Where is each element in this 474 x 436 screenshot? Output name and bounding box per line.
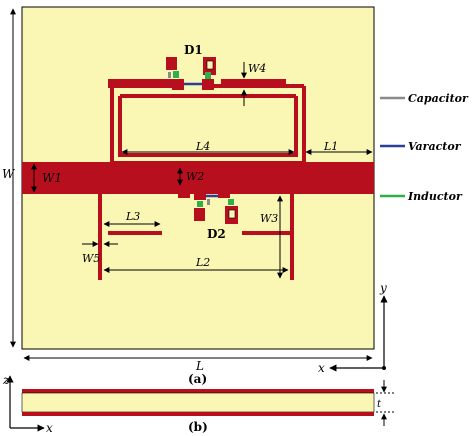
lower-top-right-arm	[228, 186, 294, 194]
feed-strip	[22, 162, 374, 194]
label-L: L	[195, 359, 204, 373]
axis-origin-top	[382, 366, 386, 370]
d1-capacitor	[168, 72, 171, 78]
lower-right-stub	[242, 231, 290, 235]
axis-x-label: x	[318, 361, 325, 375]
label-D1: D1	[184, 43, 203, 57]
lower-top-left-arm	[100, 186, 178, 194]
legend: Capacitor Varactor Inductor	[380, 92, 469, 203]
d2-inductor-left	[197, 201, 203, 207]
legend-capacitor-label: Capacitor	[408, 92, 469, 105]
label-W1: W1	[42, 171, 62, 185]
label-L1: L1	[323, 140, 338, 153]
d1-pad-left	[172, 79, 184, 90]
label-L2: L2	[195, 256, 210, 269]
d2-capacitor	[207, 199, 210, 205]
side-substrate	[21, 392, 375, 413]
d1-pad-top-left	[166, 57, 177, 70]
label-W5: W5	[82, 252, 100, 265]
legend-inductor-label: Inductor	[407, 190, 463, 203]
axis-x-side-label: x	[46, 421, 53, 435]
d1-via	[206, 60, 214, 70]
d2-inductor-right	[228, 199, 234, 205]
label-L4: L4	[195, 140, 210, 153]
lower-left-stub	[108, 231, 162, 235]
d2-pad-mid	[194, 190, 206, 200]
d1-inductor-left	[173, 71, 179, 78]
side-bottom-copper	[22, 412, 374, 416]
axis-y-label: y	[379, 281, 387, 295]
upper-ring-left-arm	[108, 79, 172, 88]
label-W: W	[2, 167, 16, 181]
label-W3: W3	[260, 212, 278, 225]
side-top-copper	[22, 389, 374, 393]
upper-ring-right-arm	[221, 79, 286, 88]
label-W4: W4	[248, 62, 266, 75]
d2-pad-left	[178, 186, 190, 198]
caption-a: (a)	[188, 372, 207, 386]
label-D2: D2	[207, 227, 226, 241]
d2-pad-right	[218, 186, 230, 198]
label-W2: W2	[186, 170, 204, 183]
d1-pad-right	[202, 79, 214, 90]
label-L3: L3	[125, 210, 140, 223]
d1-inductor-right	[205, 72, 211, 79]
d2-pad-bottom-left	[194, 208, 205, 221]
axis-z-label: z	[2, 373, 10, 387]
d2-via	[228, 209, 236, 219]
label-t: t	[377, 399, 382, 410]
legend-varactor-label: Varactor	[408, 140, 462, 153]
caption-b: (b)	[188, 420, 208, 434]
